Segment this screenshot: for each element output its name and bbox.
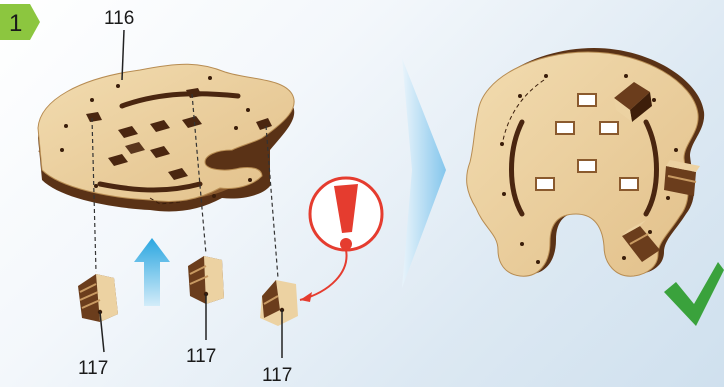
callout-116: 116 bbox=[104, 8, 134, 80]
next-step-arrow-icon bbox=[402, 58, 446, 288]
mounted-block-right bbox=[664, 160, 700, 196]
part-number-116: 116 bbox=[104, 8, 134, 29]
board-116-exploded bbox=[38, 64, 294, 211]
part-number-117-left: 117 bbox=[78, 358, 108, 379]
up-arrow-icon bbox=[134, 238, 170, 306]
part-number-117-right: 117 bbox=[262, 365, 292, 386]
callout-117-left: 117 bbox=[78, 312, 108, 379]
part-number-117-middle: 117 bbox=[186, 346, 216, 367]
step-number: 1 bbox=[9, 10, 22, 37]
block-117-left bbox=[78, 274, 118, 322]
block-117-right bbox=[260, 280, 298, 326]
callout-117-middle: 117 bbox=[186, 294, 216, 367]
warning-exclamation-icon bbox=[300, 178, 382, 302]
step-badge: 1 bbox=[0, 4, 40, 40]
checkmark-icon bbox=[664, 262, 724, 326]
board-116-assembled bbox=[467, 48, 705, 276]
